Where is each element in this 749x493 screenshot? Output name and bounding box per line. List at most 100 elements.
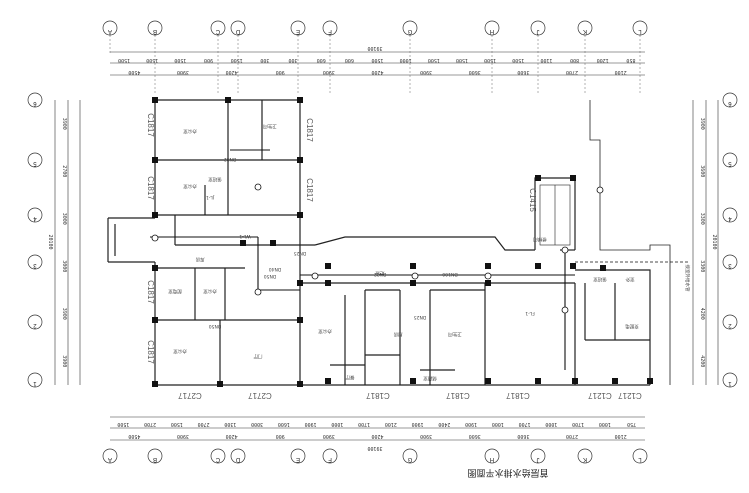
axis-bubble-top [484,20,500,36]
outdoor-pipe-note: 接室外给水管 [684,265,691,292]
top-dim-2: 3900 [420,69,432,75]
bottom-dim-1: 1900 [305,421,317,427]
bottom-dim-1: 2100 [385,421,397,427]
axis-bubble-top [632,20,648,36]
room-label: 库房 [195,256,204,263]
bottom-dim-1: 1300 [224,421,236,427]
axis-bubble-top [577,20,593,36]
axis-bubble-right [722,152,738,168]
bottom-dim-2: 4500 [128,433,140,439]
window-label-bottom: C2717 [178,391,202,400]
top-dim-1: 1500 [231,57,243,63]
room-label: 值班室 [208,176,222,183]
bottom-dim-1: 1000 [331,421,343,427]
room-label: 办公室 [318,328,332,335]
axis-bubble-bottom-label: C [215,456,220,462]
axis-bubble-bottom-label: A [108,456,112,462]
axis-bubble-right-label: 5 [728,160,732,166]
left-dim: 3900 [61,118,67,130]
axis-bubble-bottom-label: F [328,456,332,462]
top-total: 39100 [367,45,382,51]
axis-bubble-right [722,254,738,270]
room-label: 楼梯间 [533,236,547,243]
room-label: 门厅 [253,353,262,360]
axis-bubble-right-label: 3 [728,262,732,268]
axis-bubble-bottom-label: D [235,456,240,462]
room-label: 走道 [375,270,384,277]
room-label: 配电室 [168,288,182,295]
axis-bubble-top-label: J [537,28,540,34]
axis-bubble-top [230,20,246,36]
axis-bubble-left [27,152,43,168]
axis-bubble-top-label: E [296,28,300,34]
bottom-dim-1: 1000 [492,421,504,427]
window-label-left: C1817 [146,280,155,304]
top-dim-1: 600 [345,57,354,63]
top-dim-1: 850 [626,57,635,63]
right-total: 20100 [711,234,717,249]
axis-bubble-bottom-label: B [153,456,157,462]
bottom-dim-1: 1000 [599,421,611,427]
right-dim: 3300 [699,213,705,225]
window-label-right: C1817 [305,118,314,142]
axis-bubble-bottom [210,448,226,464]
bottom-dim-1: 1600 [278,421,290,427]
window-label-bottom: C1817 [366,391,390,400]
room-label: 值班室 [593,276,607,283]
pipe-label: JL-1 [206,194,215,200]
axis-bubble-right [722,92,738,108]
left-total: 20100 [47,234,53,249]
window-label-bottom: C1817 [506,391,530,400]
axis-bubble-left-label: 1 [33,380,37,386]
pipe-label: DN50 [264,273,277,279]
room-label: 卫生间 [448,331,462,338]
axis-bubble-left [27,314,43,330]
bottom-dim-2: 4200 [371,433,383,439]
axis-bubble-top [402,20,418,36]
bottom-dim-1: 2700 [144,421,156,427]
top-dim-2: 3900 [323,69,335,75]
axis-bubble-right-label: 4 [728,215,732,221]
bottom-dim-1: 1900 [412,421,424,427]
top-dim-1: 1500 [118,57,130,63]
left-dim: 3000 [61,213,67,225]
room-label: 卫生间 [263,123,277,130]
axis-bubble-top-label: A [108,28,112,34]
bottom-dim-2: 3900 [420,433,432,439]
top-dim-2: 4200 [226,69,238,75]
axis-bubble-top [322,20,338,36]
bottom-dim-1: 1900 [465,421,477,427]
axis-bubble-left-label: 6 [33,100,37,106]
room-label: 餐厅 [345,374,354,381]
structural-columns [152,97,653,387]
left-dim: 2700 [61,165,67,177]
top-dim-2: 3600 [469,69,481,75]
bottom-dim-2: 900 [276,433,285,439]
top-dim-1: 300 [289,57,298,63]
axis-bubble-bottom [322,448,338,464]
axis-bubble-bottom [290,448,306,464]
top-dim-1: 1500 [371,57,383,63]
top-dim-1: 1500 [428,57,440,63]
pipe-risers [151,183,604,314]
top-dim-1: 900 [204,57,213,63]
top-dim-1: 1500 [174,57,186,63]
axis-bubble-top-label: L [638,28,642,34]
axis-bubble-right-label: 6 [728,100,732,106]
bottom-dim-2: 4200 [226,433,238,439]
axis-bubble-left-label: 4 [33,215,37,221]
bottom-dim-1: 1500 [171,421,183,427]
axis-bubble-right [722,314,738,330]
axis-bubble-left-label: 2 [33,322,37,328]
pipe-label: WL-1 [239,233,251,239]
axis-bubble-bottom [147,448,163,464]
room-label: 办公室 [183,128,197,135]
top-dim-1: 800 [570,57,579,63]
bottom-dim-2: 3600 [469,433,481,439]
bottom-total: 39100 [367,445,382,451]
pipe-label: DN25 [414,314,427,320]
axis-bubble-top [147,20,163,36]
axis-bubble-left [27,92,43,108]
axis-bubble-top [530,20,546,36]
top-dim-2: 2700 [566,69,578,75]
